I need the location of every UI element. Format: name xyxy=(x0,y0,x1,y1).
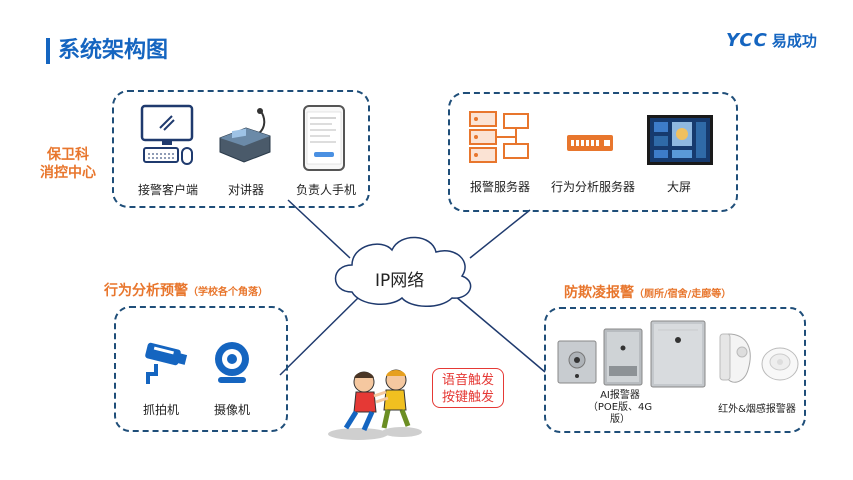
analysis-server-label: 行为分析服务器 xyxy=(550,180,635,194)
ai-alarm-label-line1: AI报警器 xyxy=(600,390,640,401)
ai-alarm-small-icon xyxy=(557,340,597,388)
alarm-client-icon xyxy=(138,104,198,172)
alarm-server-icon xyxy=(468,110,532,172)
cloud-icon xyxy=(334,236,472,307)
alarm-client-label: 接警客户端 xyxy=(137,183,198,197)
server-box xyxy=(448,92,738,212)
phone-label: 负责人手机 xyxy=(295,183,356,197)
camera-icon xyxy=(210,340,254,390)
trigger-voice: 语音触发 xyxy=(441,373,494,388)
intercom-icon xyxy=(216,108,274,168)
page-title: 系统架构图 xyxy=(58,38,169,63)
behavior-title: 行为分析预警 xyxy=(104,283,188,299)
behavior-subtitle: （学校各个角落） xyxy=(188,287,268,298)
ai-alarm-medium-icon xyxy=(603,328,643,390)
security-center-label: 保卫科 消控中心 xyxy=(40,146,96,182)
camera-label: 摄像机 xyxy=(213,403,250,417)
ir-smoke-alarm-label: 红外&烟感报警器 xyxy=(718,404,796,415)
ai-alarm-large-icon xyxy=(650,320,706,392)
bullying-subtitle: （厕所/宿舍/走廊等） xyxy=(634,289,732,300)
intercom-label: 对讲器 xyxy=(227,183,264,197)
bullying-title: 防欺凌报警 xyxy=(564,285,634,301)
behavior-box xyxy=(114,306,288,432)
bullying-box xyxy=(544,307,806,433)
big-screen-icon xyxy=(646,114,714,170)
fighting-kids-illustration xyxy=(324,362,428,446)
capture-camera-label: 抓拍机 xyxy=(142,403,179,417)
security-label-line1: 保卫科 xyxy=(47,147,89,163)
smoke-detector-icon xyxy=(760,346,800,386)
bullying-section-heading: 防欺凌报警（厕所/宿舍/走廊等） xyxy=(564,282,731,302)
title-accent-bar xyxy=(46,38,50,64)
behavior-section-heading: 行为分析预警（学校各个角落） xyxy=(104,280,268,300)
ai-alarm-label-line2: （POE版、4G版） xyxy=(587,402,653,425)
ir-sensor-icon xyxy=(718,330,758,392)
big-screen-label: 大屏 xyxy=(666,180,691,194)
logo-ycc: YCC xyxy=(726,30,768,51)
capture-camera-icon xyxy=(140,340,190,388)
logo-cn: 易成功 xyxy=(771,32,817,50)
trigger-callout: 语音触发 按键触发 xyxy=(432,368,504,408)
phone-icon xyxy=(302,104,346,176)
security-label-line2: 消控中心 xyxy=(40,165,96,181)
alarm-server-label: 报警服务器 xyxy=(469,180,530,194)
security-center-box xyxy=(112,90,370,208)
trigger-button: 按键触发 xyxy=(441,390,494,405)
ai-alarm-label: AI报警器 （POE版、4G版） xyxy=(582,390,658,426)
ip-network-label: IP网络 xyxy=(375,271,425,291)
analysis-server-icon xyxy=(566,134,614,156)
